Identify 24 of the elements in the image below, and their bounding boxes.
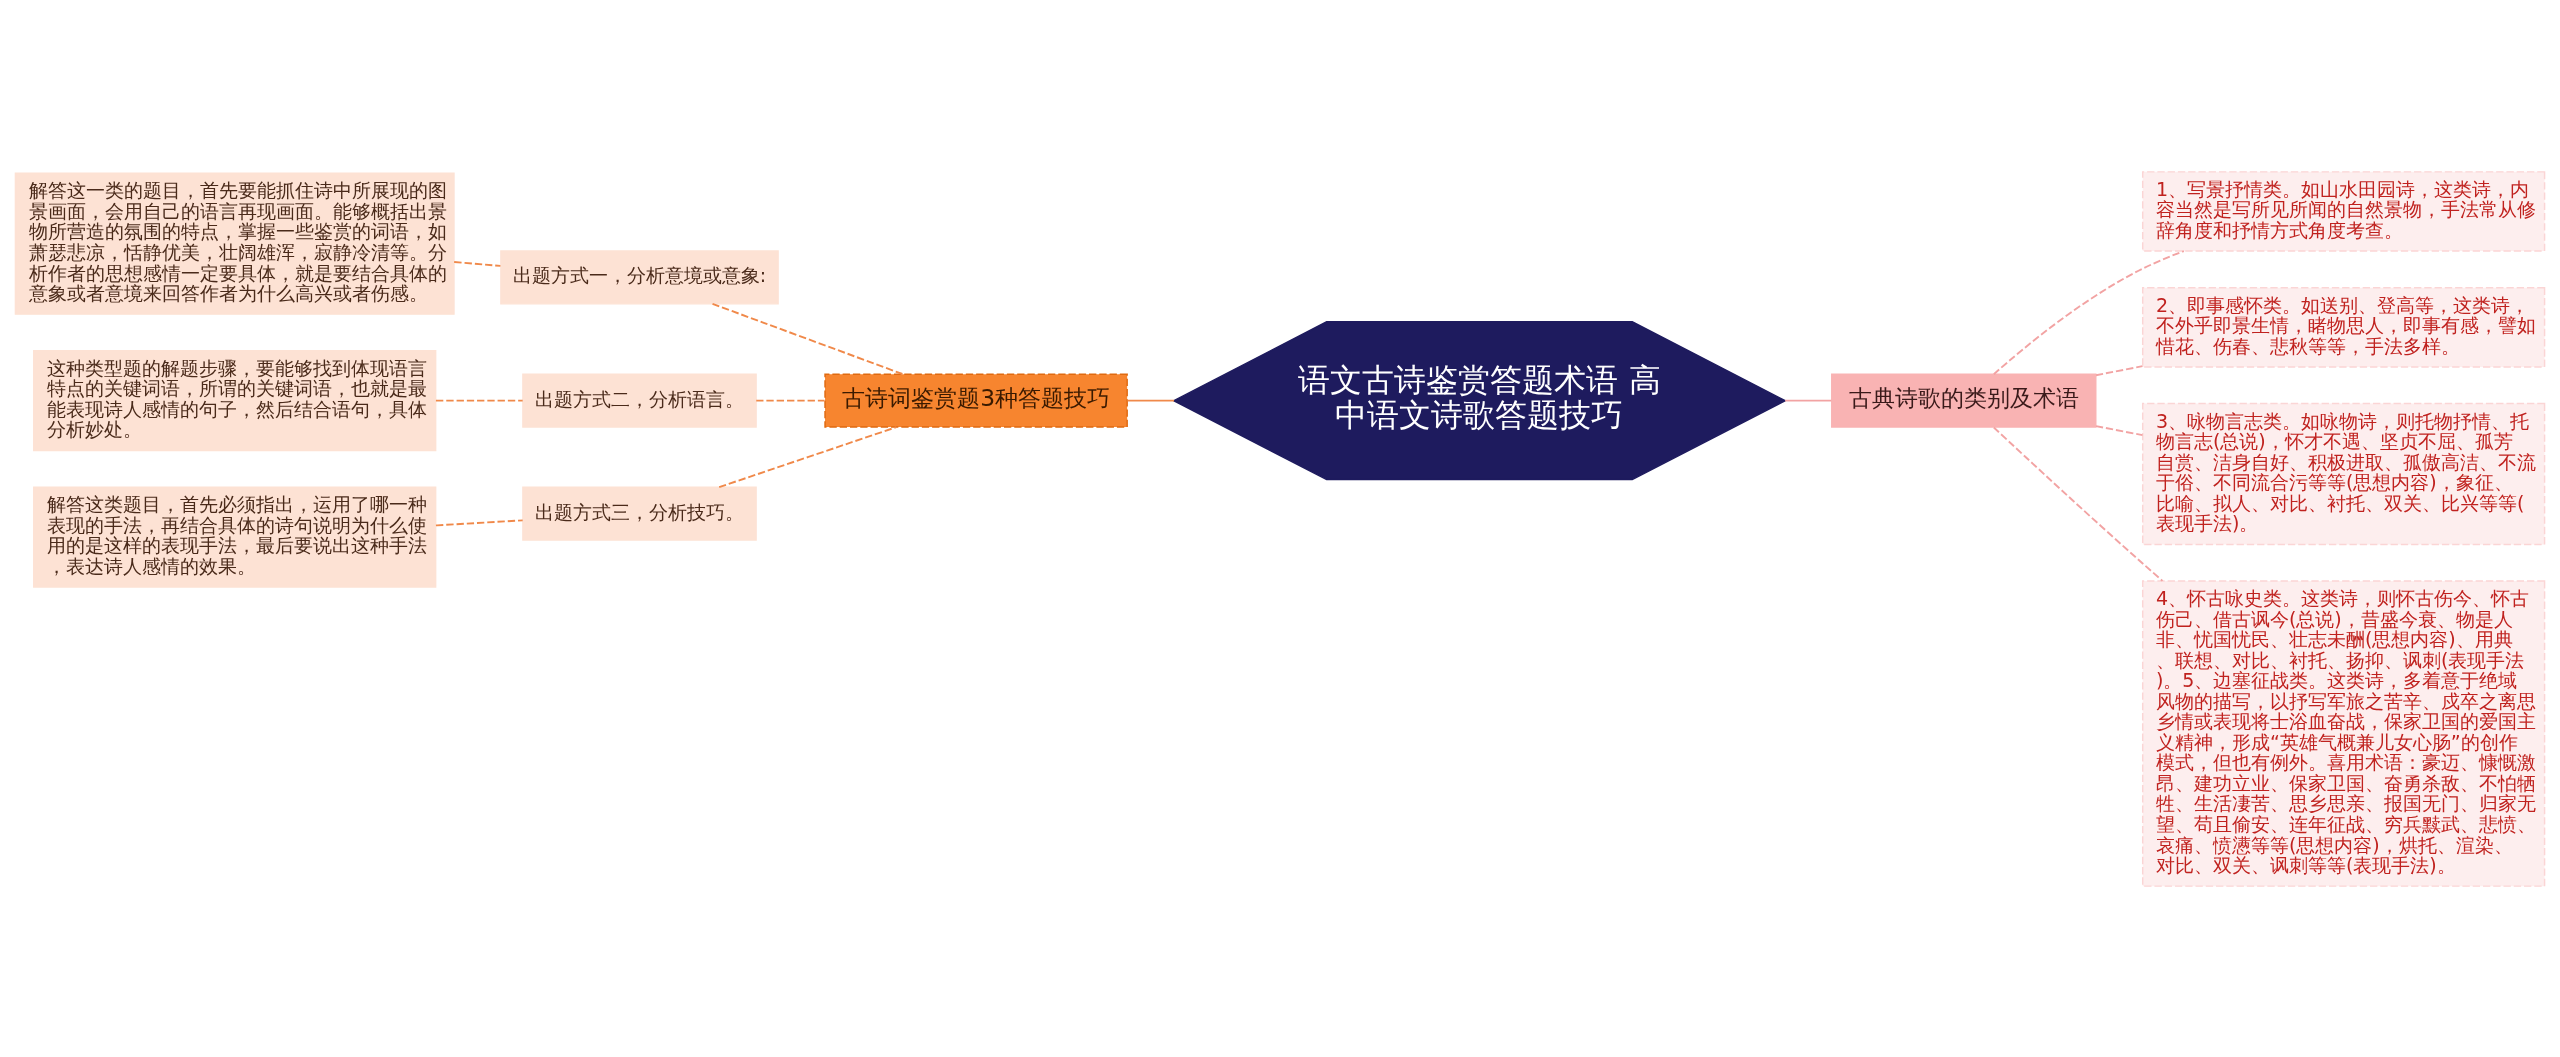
connector [434, 399, 524, 402]
connector [718, 425, 898, 488]
node-box: 解答这类题目，首先必须指出，运用了哪一种表现的手法，再结合具体的诗句说明为什么使用的是这样的表现手法，最后要说出这种手法，表达诗人感情的效果。 [33, 485, 437, 588]
node-box: 这种类型题的解题步骤，要能够找到体现语言特点的关键词语，所谓的关键词语，也就是最能表现诗人感情的句子，然后结合语句，具体分析妙处。 [33, 349, 437, 451]
node-box: 古典诗歌的类别及术语 [1831, 373, 2097, 428]
node-box: 2、即事感怀类。如送别、登高等，这类诗，不外乎即景生情，睹物思人，即事有感，譬如惜花、伤春、悲秋等等，手法多样。 [2141, 286, 2546, 368]
node-box: 出题方式二，分析语言。 [522, 373, 757, 428]
connector [1126, 399, 1176, 402]
node-box: 4、怀古咏史类。这类诗，则怀古伤今、怀古伤己、借古讽今(总说)，昔盛今衰、物是人非、忧国忧民、壮志未酬(思想内容)、用典、联想、对比、衬托、扬抑、讽刺(表现手法)。5、边塞征战类。这类诗，多着意于绝域风物的描写，以抒写军旅之苦辛、戍卒之离思乡情或表现将士浴血奋战，保家卫国的爱国主义精神，形成“英雄气概兼儿女心肠”的创作模式，但也有例外。喜用术语：豪迈、慷慨激昂、建功立业、保家卫国、奋勇杀敌、不怕牺牲、生活凄苦、思乡思亲、报国无门、归家无望、苟且偷安、连年征战、穷兵黩武、悲愤、哀痛、愤懑等等(思想内容)，烘托、渲染、对比、双关、讽刺等等(表现手法)。 [2141, 579, 2546, 887]
connector [434, 518, 524, 526]
node-box: 1、写景抒情类。如山水田园诗，这类诗，内容当然是写所见所闻的自然景物，手法常从修辞角度和抒情方式角度考查。 [2141, 170, 2546, 252]
connector [1784, 399, 1833, 402]
node-box: 解答这一类的题目，首先要能抓住诗中所展现的图景画面，会用自己的语言再现画面。能够概括出景物所营造的氛围的特点，掌握一些鉴赏的词语，如萧瑟悲凉，恬静优美，壮阔雄浑，寂静冷清等。分析作者的思想感情一定要具体，就是要结合具体的意象或者意境来回答作者为什么高兴或者伤感。 [14, 172, 455, 315]
node-box: 出题方式三，分析技巧。 [522, 485, 757, 541]
connector [2095, 424, 2144, 436]
connector [711, 302, 904, 375]
connector [453, 260, 502, 267]
node-box: 出题方式一，分析意境或意象: [500, 249, 779, 305]
connector [2095, 364, 2144, 376]
connector [1992, 426, 2164, 582]
connector [1992, 249, 2185, 375]
connector [755, 399, 826, 402]
node-box: 3、咏物言志类。如咏物诗，则托物抒情、托物言志(总说)，怀才不遇、坚贞不屈、孤芳自赏、洁身自好、积极进取、孤傲高洁、不流于俗、不同流合污等等(思想内容)，象征、比喻、拟人、对比、衬托、双关、比兴等等(表现手法)。 [2141, 402, 2546, 545]
node-box: 古诗词鉴赏题3种答题技巧 [824, 373, 1128, 428]
